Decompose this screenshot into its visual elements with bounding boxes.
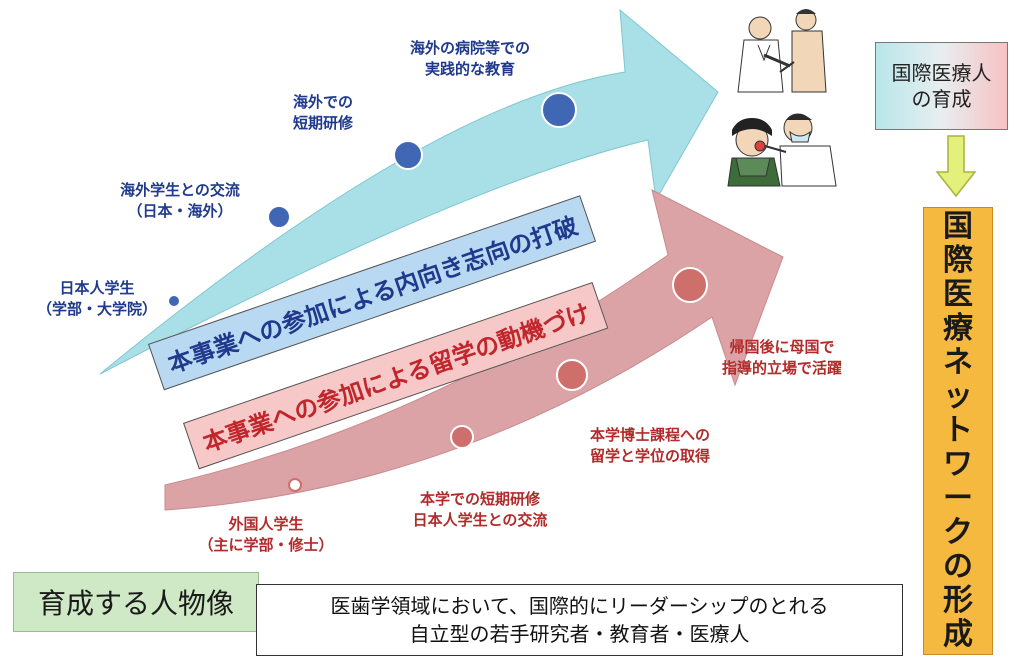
upper-label-2: 海外学生との交流 （日本・海外） (95, 180, 265, 222)
lower-label-1: 外国人学生 （主に学部・修士） (196, 514, 336, 556)
outcome-line2: の育成 (911, 87, 972, 111)
dentist-examining-child-illustration (727, 113, 837, 187)
lower-dot-4 (672, 267, 708, 303)
upper-label-1: 日本人学生 （学部・大学院） (22, 278, 172, 320)
lower-label-3-line1: 本学博士課程への (589, 426, 710, 444)
upper-label-2-line1: 海外学生との交流 (120, 181, 240, 199)
upper-label-3-line1: 海外での (292, 93, 353, 111)
lower-label-4-line1: 帰国後に母国で (729, 338, 835, 356)
lower-label-4-line2: 指導的立場で活躍 (721, 359, 842, 377)
upper-dot-3 (393, 140, 423, 170)
lower-dot-1 (288, 478, 302, 492)
network-char-3: 療 (943, 311, 973, 346)
upper-label-3-line2: 短期研修 (292, 114, 353, 132)
network-char-6: ト (943, 413, 973, 448)
network-char-8: ー (943, 481, 973, 516)
upper-label-2-line2: （日本・海外） (127, 202, 233, 220)
lower-label-2-line2: 日本人学生との交流 (412, 511, 548, 529)
lower-dot-3 (556, 359, 588, 391)
profile-title: 育成する人物像 (13, 572, 259, 632)
network-char-5: ッ (943, 379, 973, 414)
upper-label-1-line2: （学部・大学院） (36, 300, 157, 318)
upper-dot-4 (541, 92, 577, 128)
upper-dot-2 (267, 205, 291, 229)
upper-label-4-line2: 実践的な教育 (424, 60, 515, 78)
lower-arrow (164, 189, 784, 511)
down-arrow (935, 135, 977, 198)
network-bar: 国際医療ネットワークの形成 (923, 207, 993, 655)
lower-label-3-line2: 留学と学位の取得 (589, 447, 710, 465)
outcome-box: 国際医療人 の育成 (875, 42, 1008, 130)
network-char-10: の (943, 549, 973, 584)
upper-label-3: 海外での 短期研修 (268, 92, 378, 134)
lower-label-1-line2: （主に学部・修士） (198, 536, 334, 554)
network-char-12: 成 (943, 617, 973, 652)
network-char-0: 国 (943, 209, 973, 244)
network-char-7: ワ (943, 447, 973, 482)
network-char-1: 際 (943, 243, 973, 278)
upper-label-4: 海外の病院等での 実践的な教育 (385, 38, 555, 80)
upper-dot-1 (167, 294, 181, 308)
doctor-examining-patient-illustration (737, 9, 827, 93)
network-char-9: ク (943, 515, 973, 550)
lower-label-3: 本学博士課程への 留学と学位の取得 (575, 425, 725, 467)
upper-label-4-line1: 海外の病院等での (409, 39, 530, 57)
profile-description: 医歯学領域において、国際的にリーダーシップのとれる 自立型の若手研究者・教育者・… (256, 584, 903, 656)
profile-line2: 自立型の若手研究者・教育者・医療人 (409, 622, 750, 646)
network-char-2: 医 (943, 277, 973, 312)
lower-label-1-line1: 外国人学生 (228, 515, 304, 533)
upper-label-1-line1: 日本人学生 (59, 279, 135, 297)
network-char-4: ネ (943, 345, 973, 380)
outcome-line1: 国際医療人 (891, 61, 992, 85)
lower-label-2-line1: 本学での短期研修 (419, 490, 540, 508)
lower-label-2: 本学での短期研修 日本人学生との交流 (400, 489, 560, 531)
lower-dot-2 (450, 425, 474, 449)
network-char-11: 形 (943, 583, 973, 618)
profile-line1: 医歯学領域において、国際的にリーダーシップのとれる (330, 594, 829, 618)
lower-label-4: 帰国後に母国で 指導的立場で活躍 (712, 337, 852, 379)
